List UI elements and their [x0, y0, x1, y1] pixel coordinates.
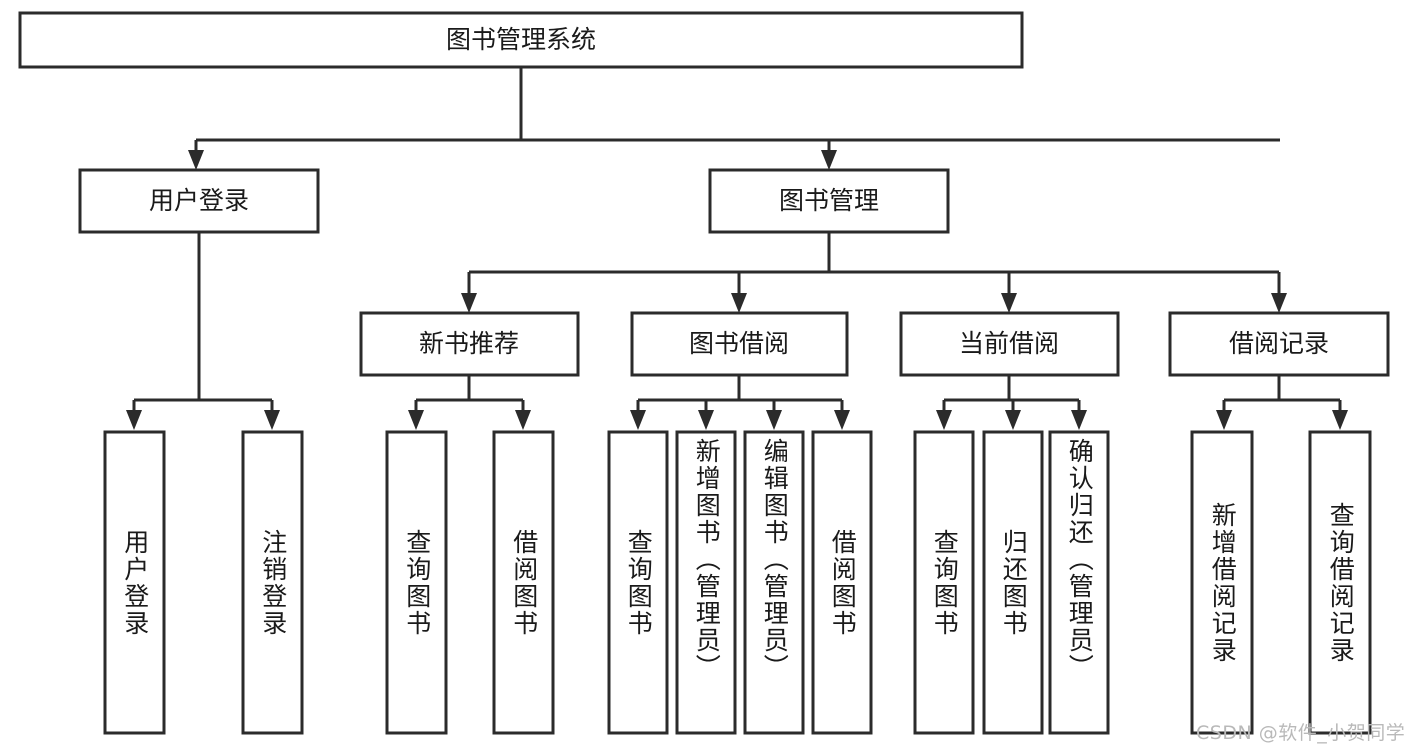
leaf-current-borrow-1[interactable] [913, 430, 975, 735]
arrow-newbook-leaf-2 [515, 410, 531, 430]
leaf-current-borrow-3[interactable] [1048, 430, 1110, 735]
arrow-to-borrow-record [1271, 293, 1287, 313]
connector-root-to-level2 [194, 67, 1280, 152]
node-book-management-label: 图书管理 [779, 186, 879, 215]
arrow-newbook-leaf-1 [408, 410, 424, 430]
leaf-book-borrow-1[interactable] [607, 430, 669, 735]
arrow-to-user-login [188, 150, 204, 170]
connector-new-book-to-leaves [414, 375, 525, 412]
node-root-label: 图书管理系统 [446, 25, 596, 54]
arrow-currentborrow-leaf-3 [1071, 410, 1087, 430]
leaf-current-borrow-2[interactable] [982, 430, 1044, 735]
arrow-bookborrow-leaf-4 [834, 410, 850, 430]
node-root[interactable] [18, 11, 1024, 69]
arrow-bookborrow-leaf-2 [698, 410, 714, 430]
leaf-user-login-1[interactable] [103, 430, 166, 735]
node-user-login-label: 用户登录 [149, 186, 249, 215]
node-book-borrow[interactable] [630, 311, 849, 377]
connector-book-borrow-to-leaves [636, 375, 844, 412]
leaf-new-book-2[interactable] [492, 430, 555, 735]
node-new-book-recommend[interactable] [359, 311, 580, 377]
arrow-to-book-mgmt [821, 150, 837, 170]
arrow-currentborrow-leaf-1 [936, 410, 952, 430]
node-current-borrow[interactable] [899, 311, 1120, 377]
arrow-to-new-book [461, 293, 477, 313]
connector-user-login-to-leaves [132, 232, 274, 412]
node-current-borrow-label: 当前借阅 [959, 329, 1059, 358]
leaf-book-borrow-3[interactable] [743, 430, 805, 735]
leaf-borrow-record-1[interactable] [1190, 430, 1254, 735]
leaf-user-login-2[interactable] [241, 430, 304, 735]
leaf-book-borrow-2[interactable] [675, 430, 737, 735]
arrow-borrowrecord-leaf-1 [1216, 410, 1232, 430]
connector-current-borrow-to-leaves [942, 375, 1081, 412]
arrow-to-leaf-logout [264, 410, 280, 430]
leaf-book-borrow-4[interactable] [811, 430, 873, 735]
node-user-login[interactable] [78, 168, 320, 234]
arrow-bookborrow-leaf-1 [630, 410, 646, 430]
arrow-to-current-borrow [1001, 293, 1017, 313]
connector-book-mgmt-to-level3 [467, 232, 1281, 295]
leaf-new-book-1[interactable] [385, 430, 448, 735]
leaf-borrow-record-2[interactable] [1308, 430, 1372, 735]
arrow-bookborrow-leaf-3 [766, 410, 782, 430]
arrow-to-leaf-user-login [126, 410, 142, 430]
node-borrow-record-label: 借阅记录 [1229, 329, 1329, 358]
arrow-currentborrow-leaf-2 [1005, 410, 1021, 430]
arrow-borrowrecord-leaf-2 [1332, 410, 1348, 430]
node-book-borrow-label: 图书借阅 [689, 329, 789, 358]
csdn-watermark: CSDN @软件_小贺同学 [1196, 722, 1405, 744]
arrow-to-book-borrow [731, 293, 747, 313]
node-borrow-record[interactable] [1168, 311, 1390, 377]
node-book-management[interactable] [708, 168, 950, 234]
node-new-book-recommend-label: 新书推荐 [419, 329, 519, 358]
connector-borrow-record-to-leaves [1222, 375, 1342, 412]
